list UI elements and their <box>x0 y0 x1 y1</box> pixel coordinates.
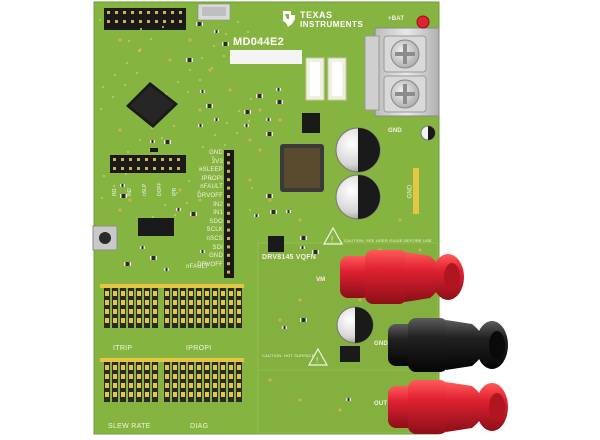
slew-rate-label: SLEW RATE <box>108 423 151 430</box>
header-pin-label: DOFF <box>157 182 163 196</box>
header-pin-label: IN1 <box>112 188 118 196</box>
capacitor-1 <box>335 127 381 173</box>
push-button <box>92 225 118 251</box>
board-model-id: MD044E2 <box>233 36 285 48</box>
pin-label: nSCS <box>206 236 223 242</box>
pin-label: GND <box>209 150 223 156</box>
warning-triangle-1 <box>322 226 344 245</box>
vertical-pin-header <box>224 150 234 278</box>
pin-label: nFAULT <box>200 184 223 191</box>
header-pin-label: IPR <box>172 187 178 196</box>
microcontroller-chip <box>126 82 178 128</box>
pin-label: SDO <box>209 218 223 225</box>
vm-label: VM <box>316 277 326 283</box>
gnd-vertical-label: GND <box>407 184 414 199</box>
fault-label: nFAULT <box>186 264 209 270</box>
pin-label: IN1 <box>213 210 223 217</box>
dip-switch-banks <box>100 284 244 402</box>
pin-label: nSLEEP <box>199 167 223 174</box>
brand-line2: INSTRUMENTS <box>300 20 364 29</box>
pin-label: IN2 <box>213 201 223 208</box>
driver-ic <box>268 236 284 252</box>
pin-label: SDI <box>212 244 223 251</box>
pin-label: DRVOFF <box>197 261 223 268</box>
banana-plug-gnd-black <box>388 318 508 372</box>
mosfet-1 <box>302 113 320 133</box>
banana-plug-out-red <box>388 380 508 434</box>
power-terminal-block <box>364 27 440 117</box>
itrip-label: ITRIP <box>113 345 133 352</box>
caution-note: CAUTION: SEE USER GUIDE BEFORE USE <box>344 238 432 243</box>
pin-label: IPROPI <box>201 175 223 182</box>
brand-line1: TEXAS <box>300 10 333 20</box>
left-pin-header <box>110 155 186 173</box>
pin-label: GND <box>209 253 223 260</box>
part-number-label: DRV8145 VQFN <box>262 254 317 261</box>
svg-text:!: ! <box>331 235 333 244</box>
out-label: OUT <box>374 401 388 407</box>
logic-ic <box>138 218 174 236</box>
header-pin-label: nSLP <box>142 183 148 196</box>
power-input-label: +BAT <box>388 16 405 22</box>
caution-hot-surface: CAUTION: HOT SURFACE <box>262 353 315 358</box>
pin-label: DRVOFF <box>197 193 223 199</box>
top-pin-header <box>104 8 186 30</box>
inductor <box>280 144 324 192</box>
warning-triangle-2 <box>307 347 329 366</box>
ic-lower <box>340 346 360 362</box>
diag-label: DIAG <box>190 423 209 430</box>
gnd-terminal-label: GND <box>374 341 388 347</box>
header-pin-label: IN2 <box>127 188 133 196</box>
iprop1-label: IPROPI <box>186 345 212 352</box>
banana-plug-vm-red <box>340 250 464 304</box>
pin-label: SCLK <box>206 227 223 234</box>
gnd-testpoint-label: GND <box>388 128 402 134</box>
label-patch <box>230 50 302 64</box>
ti-logo-icon <box>281 10 297 28</box>
smd-components <box>120 22 351 401</box>
gold-test-strip <box>413 168 419 214</box>
svg-text:!: ! <box>316 356 318 365</box>
pin-label: 3V3 <box>211 158 223 165</box>
capacitor-2 <box>335 174 381 220</box>
capacitor-3 <box>336 306 374 344</box>
